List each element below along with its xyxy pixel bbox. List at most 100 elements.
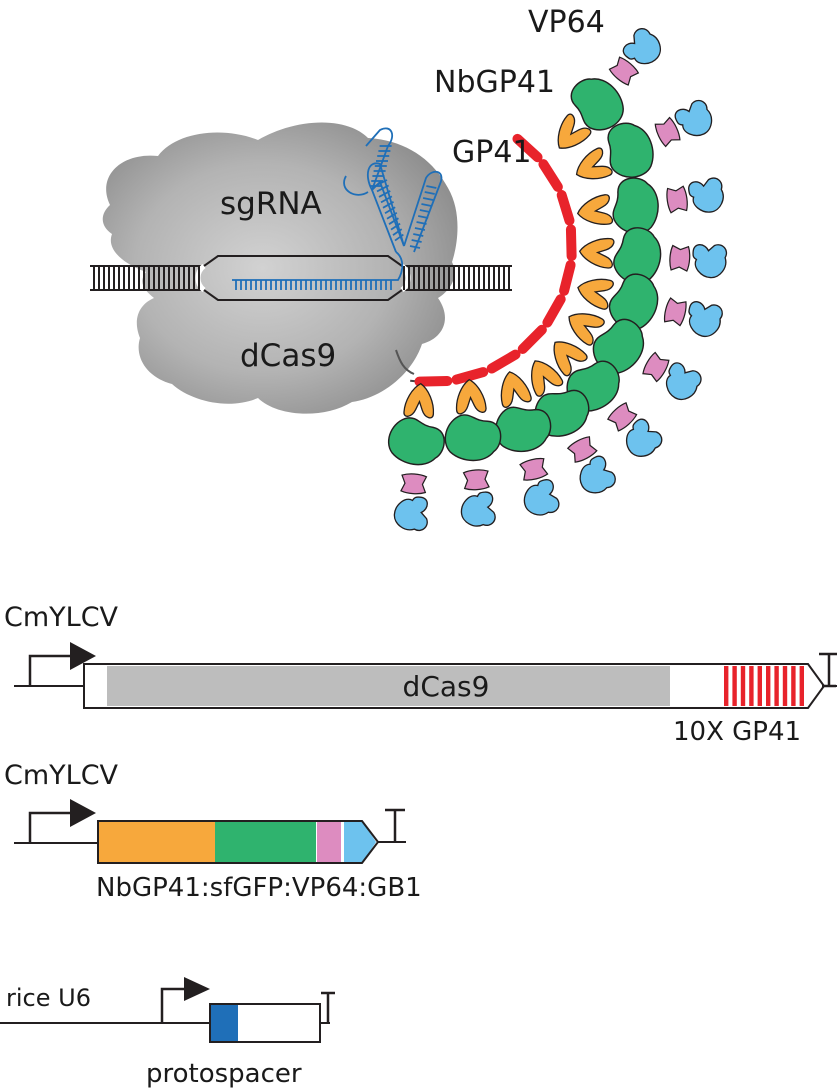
dcas9-protein-blob: [102, 122, 458, 414]
sfgfp-domain: [606, 120, 656, 180]
dna-double-strand: [90, 255, 512, 301]
nbgp41-label: NbGP41: [434, 65, 555, 100]
vp64-domain: [665, 185, 690, 214]
nbgp41-nanobody: [569, 146, 614, 189]
gp41-epitope: [512, 133, 543, 163]
gp41-repeat-bar: [791, 666, 796, 706]
fusion-unit: [492, 367, 562, 519]
gp41-repeat-bar: [757, 666, 762, 706]
sfgfp-segment: [215, 821, 316, 863]
gp41-epitope: [542, 294, 566, 328]
sfgfp-domain: [439, 409, 506, 469]
sfgfp-domain: [381, 411, 451, 475]
promoter-arrowhead: [70, 642, 96, 670]
sfgfp-domain: [492, 404, 554, 456]
terminator-symbol: [385, 808, 405, 842]
rna-stem-pair: [394, 233, 404, 242]
gp41-repeat-bar: [724, 666, 729, 706]
gp41-repeat-bar: [732, 666, 737, 706]
rna-stem-pair: [380, 195, 393, 204]
gb1-segment: [344, 821, 376, 863]
gb1-domain: [519, 477, 562, 519]
gp41-scaffold-chain: [395, 133, 577, 387]
vp64-domain: [518, 456, 549, 483]
rna-stem-pair: [424, 191, 435, 195]
gp41-repeat-bar: [740, 666, 746, 706]
promoter-label: rice U6: [6, 984, 91, 1012]
sgrna-structure: [232, 127, 443, 290]
rna-stem-pair: [426, 185, 437, 189]
vp64-domain: [400, 472, 428, 496]
rna-stem-pair: [409, 245, 421, 249]
nbgp41-nanobody: [574, 193, 614, 229]
nbgp41-nanobody: [494, 367, 533, 409]
gb1-domain: [682, 298, 725, 341]
gp41-repeat-bar: [782, 666, 788, 706]
gb1-domain: [392, 494, 430, 532]
gb1-domain: [686, 176, 726, 216]
promoter-label: CmYLCV: [4, 760, 119, 791]
rna-stem-pair: [422, 197, 434, 201]
nbgp41-segment: [98, 821, 215, 863]
cds-box: [97, 820, 380, 864]
rna-stem-pair: [374, 179, 388, 187]
promoter-label: CmYLCV: [4, 602, 119, 633]
cds-label: protospacer: [146, 1059, 302, 1089]
cds-label: dCas9: [403, 670, 490, 703]
gp41-epitope: [556, 190, 575, 226]
gp41-epitope: [559, 259, 576, 296]
terminator-symbol: [321, 991, 335, 1023]
gp41-epitope: [486, 349, 521, 374]
gp41-repeats: [724, 666, 804, 706]
dcas9-coding-region: [107, 666, 670, 706]
vp64-domain: [662, 296, 689, 327]
cds-label: NbGP41:sfGFP:VP64:GB1: [96, 873, 422, 903]
gb1-domain: [690, 242, 728, 280]
gp41-epitope: [517, 324, 547, 355]
terminator-symbol: [819, 652, 837, 688]
rna-stem-pair: [376, 184, 390, 193]
rna-stem-pair: [382, 201, 394, 209]
vp64-domain: [607, 55, 641, 88]
rna-stem-pair: [388, 217, 399, 225]
gp41-repeat-bar: [766, 666, 771, 706]
gp41-epitope: [565, 224, 577, 262]
rna-stem-pair: [413, 233, 424, 237]
promoter-arrow: [28, 654, 72, 686]
gp41-epitope: [414, 375, 453, 387]
construct-nbgp41-activator: CmYLCV NbGP41:sfGFP:VP64:GB1: [4, 760, 422, 903]
vp64-domain: [668, 244, 692, 272]
vp64-domain: [462, 468, 490, 492]
gp41-label: GP41: [452, 135, 532, 170]
scaffold-linker: [395, 349, 415, 375]
sgrna-label: sgRNA: [220, 186, 322, 222]
protospacer-segment: [211, 1005, 238, 1041]
vp64-segment: [317, 821, 341, 863]
promoter-arrow: [160, 987, 186, 1023]
vp64-domain: [640, 350, 672, 384]
promoter-arrow: [28, 811, 72, 843]
rna-stem-pair: [419, 209, 430, 213]
fusion-unit: [573, 267, 725, 341]
rna-stem-pair: [378, 190, 391, 198]
gp41-epitope: [538, 159, 563, 192]
rna-stem-pair: [390, 222, 401, 231]
nbgp41-nanobody: [577, 235, 615, 269]
rna-stem-pair: [416, 221, 427, 225]
construct-sgrna: rice U6 protospacer: [0, 977, 335, 1089]
fusion-unit: [439, 377, 506, 528]
rna-stem-pair: [414, 227, 426, 231]
promoter-arrowhead: [70, 799, 96, 827]
fusion-unit: [381, 381, 451, 532]
nbgp41-nanobody: [573, 272, 615, 311]
rna-stem-pair: [384, 206, 396, 215]
rna-stem-pair: [411, 239, 422, 243]
tag-label: 10X GP41: [673, 717, 801, 747]
gp41-repeat-bar: [749, 666, 754, 706]
rna-stem-pair: [386, 211, 398, 220]
gp41-repeat-bar: [774, 666, 779, 706]
dcas9-cartoon-label: dCas9: [240, 338, 336, 374]
gp41-epitope: [451, 367, 489, 385]
rna-stem-pair: [392, 228, 403, 236]
